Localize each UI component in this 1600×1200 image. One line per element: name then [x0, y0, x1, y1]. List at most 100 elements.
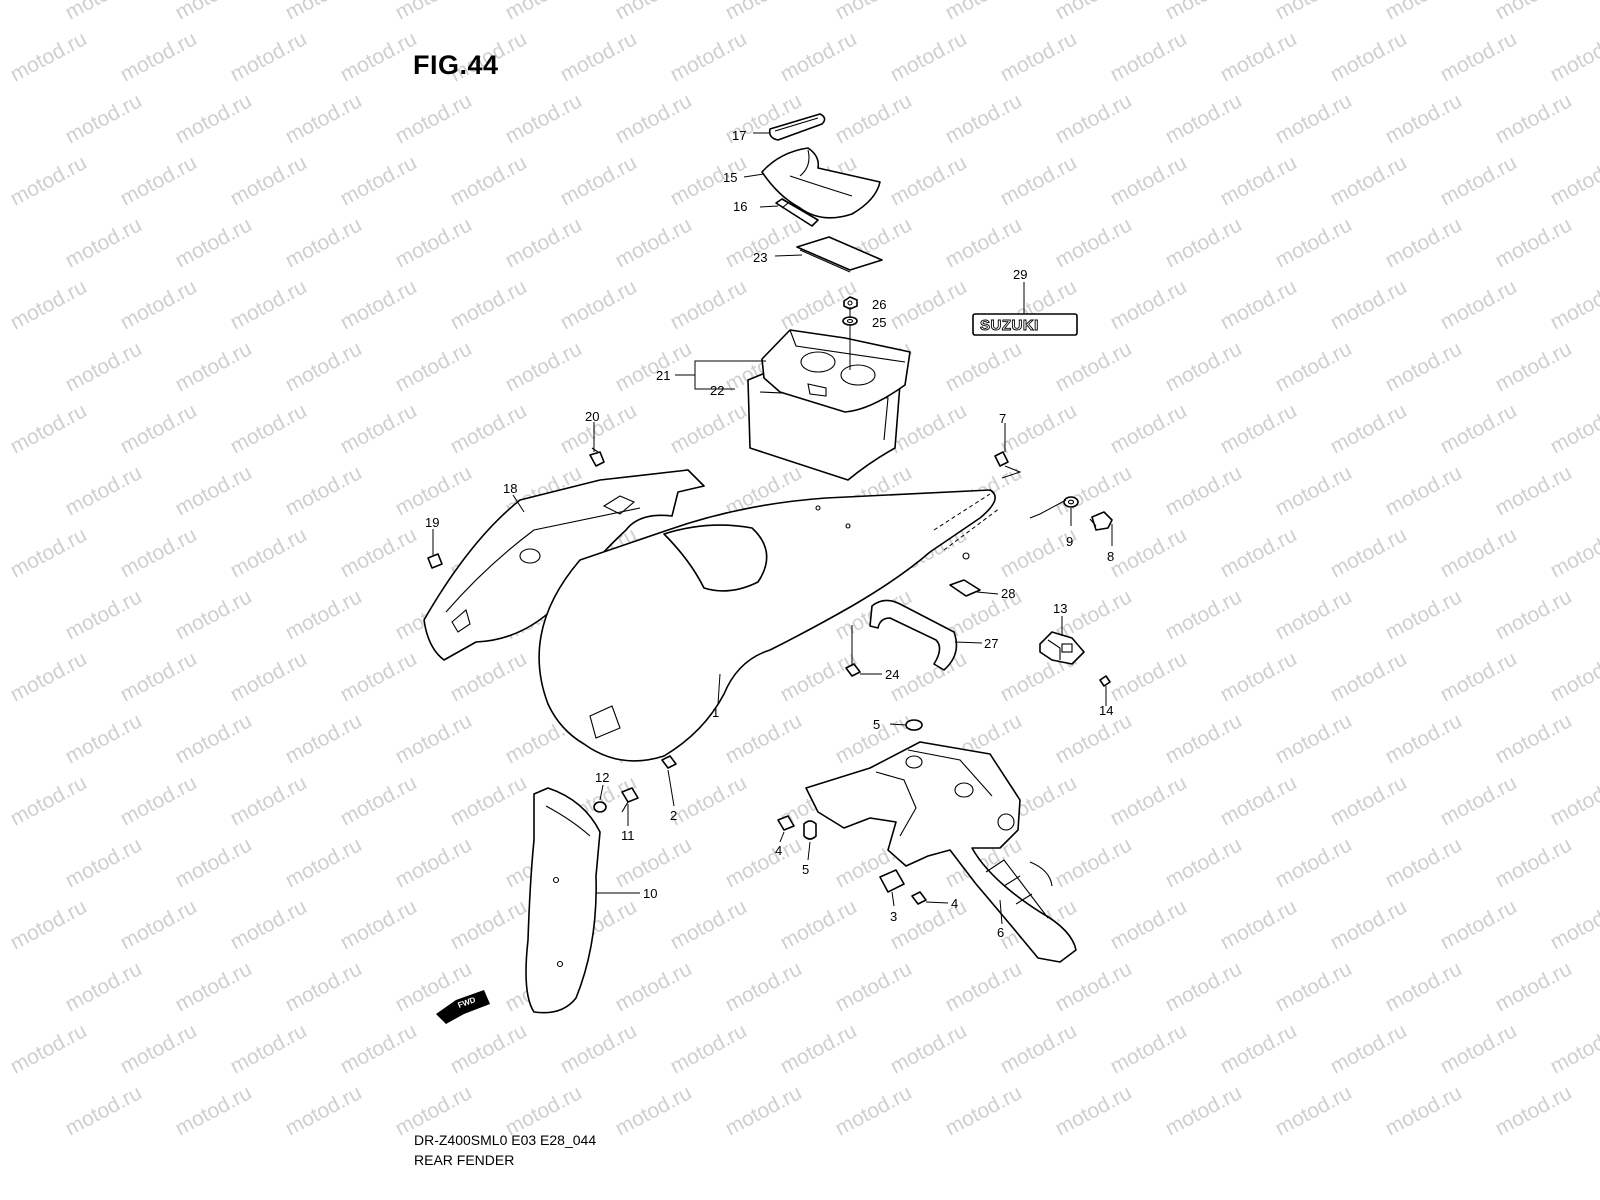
watermark-text: motod.ru	[1162, 213, 1246, 272]
watermark-text: motod.ru	[62, 833, 146, 892]
watermark-text: motod.ru	[282, 461, 366, 520]
figure-title: FIG.44	[413, 50, 499, 80]
watermark-text: motod.ru	[942, 1081, 1026, 1140]
watermark-text: motod.ru	[1547, 523, 1600, 582]
part-15-tool-bag[interactable]	[761, 147, 881, 219]
part-12-washer[interactable]	[593, 801, 607, 813]
part-5-collar-left[interactable]	[803, 820, 817, 840]
watermark-text: motod.ru	[1382, 461, 1466, 520]
watermark-text: motod.ru	[1327, 647, 1411, 706]
leader-lines	[432, 132, 1113, 925]
watermark-text: motod.ru	[1162, 833, 1246, 892]
watermark-text: motod.ru	[1382, 957, 1466, 1016]
watermark-text: motod.ru	[1437, 771, 1521, 830]
callout-25: 25	[872, 315, 886, 330]
watermark-text: motod.ru	[1217, 1019, 1301, 1078]
part-3-damper[interactable]	[879, 869, 905, 893]
watermark-text: motod.ru	[777, 647, 861, 706]
part-19-bolt[interactable]	[427, 553, 443, 569]
part-11-bolt[interactable]	[621, 787, 639, 813]
part-18-side-cover[interactable]	[423, 469, 705, 661]
watermark-text: motod.ru	[62, 957, 146, 1016]
watermark-text: motod.ru	[337, 771, 421, 830]
watermark-text: motod.ru	[1107, 1019, 1191, 1078]
suzuki-logo-text: SUZUKI	[980, 317, 1039, 334]
watermark-text: motod.ru	[447, 771, 531, 830]
watermark-text: motod.ru	[62, 1081, 146, 1140]
callout-6: 6	[997, 925, 1004, 940]
watermark-text: motod.ru	[1107, 647, 1191, 706]
part-28-pad[interactable]	[949, 579, 981, 597]
watermark-text: motod.ru	[447, 895, 531, 954]
callout-1: 1	[712, 705, 719, 720]
watermark-text: motod.ru	[722, 1081, 806, 1140]
callout-4-lower: 4	[951, 896, 958, 911]
part-29-suzuki-emblem[interactable]: SUZUKI	[972, 313, 1078, 336]
watermark-text: motod.ru	[997, 151, 1081, 210]
watermark-text: motod.ru	[117, 151, 201, 210]
watermark-text: motod.ru	[832, 89, 916, 148]
part-21-battery-case[interactable]	[761, 329, 911, 413]
watermark-text: motod.ru	[227, 523, 311, 582]
watermark-text: motod.ru	[1492, 957, 1576, 1016]
watermark-text: motod.ru	[1382, 0, 1466, 24]
part-5-washer-top[interactable]	[905, 719, 923, 731]
part-14-screw[interactable]	[1099, 675, 1111, 687]
part-6-rear-frame[interactable]	[805, 741, 1077, 963]
part-8-bolt[interactable]	[1089, 511, 1113, 531]
part-25-washer[interactable]	[842, 316, 858, 326]
watermark-text: motod.ru	[777, 1019, 861, 1078]
watermark-text: motod.ru	[1327, 771, 1411, 830]
watermark-text: motod.ru	[1272, 709, 1356, 768]
watermark-text: motod.ru	[282, 585, 366, 644]
watermark-text: motod.ru	[1547, 771, 1600, 830]
callout-3: 3	[890, 909, 897, 924]
watermark-text: motod.ru	[1217, 771, 1301, 830]
watermark-text: motod.ru	[1382, 89, 1466, 148]
watermark-text: motod.ru	[227, 151, 311, 210]
callout-4-left: 4	[775, 843, 782, 858]
part-4-bolt-lower[interactable]	[911, 891, 927, 905]
watermark-text: motod.ru	[7, 275, 91, 334]
model-code: DR-Z400SML0 E03 E28_044	[414, 1132, 597, 1148]
part-9-washer[interactable]	[1063, 496, 1079, 508]
part-20-bolt[interactable]	[589, 447, 605, 467]
watermark-text: motod.ru	[1327, 27, 1411, 86]
callout-23: 23	[753, 250, 767, 265]
watermark-text: motod.ru	[1107, 399, 1191, 458]
watermark-text: motod.ru	[392, 461, 476, 520]
watermark-text: motod.ru	[1437, 523, 1521, 582]
watermark-text: motod.ru	[172, 709, 256, 768]
watermark-text: motod.ru	[612, 213, 696, 272]
part-26-nut[interactable]	[843, 296, 858, 310]
part-17-strap[interactable]	[768, 113, 826, 141]
watermark-text: motod.ru	[447, 1019, 531, 1078]
part-23-plate[interactable]	[796, 236, 883, 273]
part-4-bolt-left[interactable]	[777, 815, 795, 831]
callout-24: 24	[885, 667, 899, 682]
watermark-text: motod.ru	[117, 27, 201, 86]
watermark-text: motod.ru	[1437, 1019, 1521, 1078]
watermark-text: motod.ru	[337, 27, 421, 86]
watermark-text: motod.ru	[62, 461, 146, 520]
part-13-reflector[interactable]	[1039, 631, 1085, 665]
watermark-text: motod.ru	[1437, 27, 1521, 86]
watermark-text: motod.ru	[62, 709, 146, 768]
part-24-bolt[interactable]	[845, 663, 861, 677]
watermark-text: motod.ru	[1492, 709, 1576, 768]
part-27-grip[interactable]	[869, 599, 958, 671]
watermark-text: motod.ru	[1052, 709, 1136, 768]
watermark-text: motod.ru	[392, 833, 476, 892]
watermark-text: motod.ru	[1492, 585, 1576, 644]
watermark-text: motod.ru	[337, 399, 421, 458]
part-10-mud-flap[interactable]	[525, 787, 601, 1014]
watermark-text: motod.ru	[1052, 0, 1136, 24]
watermark-text: motod.ru	[1272, 213, 1356, 272]
callout-22: 22	[710, 383, 724, 398]
watermark-text: motod.ru	[7, 771, 91, 830]
part-2-bolt[interactable]	[661, 755, 677, 769]
callout-20: 20	[585, 409, 599, 424]
part-16-tool[interactable]	[775, 198, 819, 227]
part-1-rear-fender[interactable]	[538, 489, 1001, 762]
part-7-clip[interactable]	[994, 451, 1009, 467]
